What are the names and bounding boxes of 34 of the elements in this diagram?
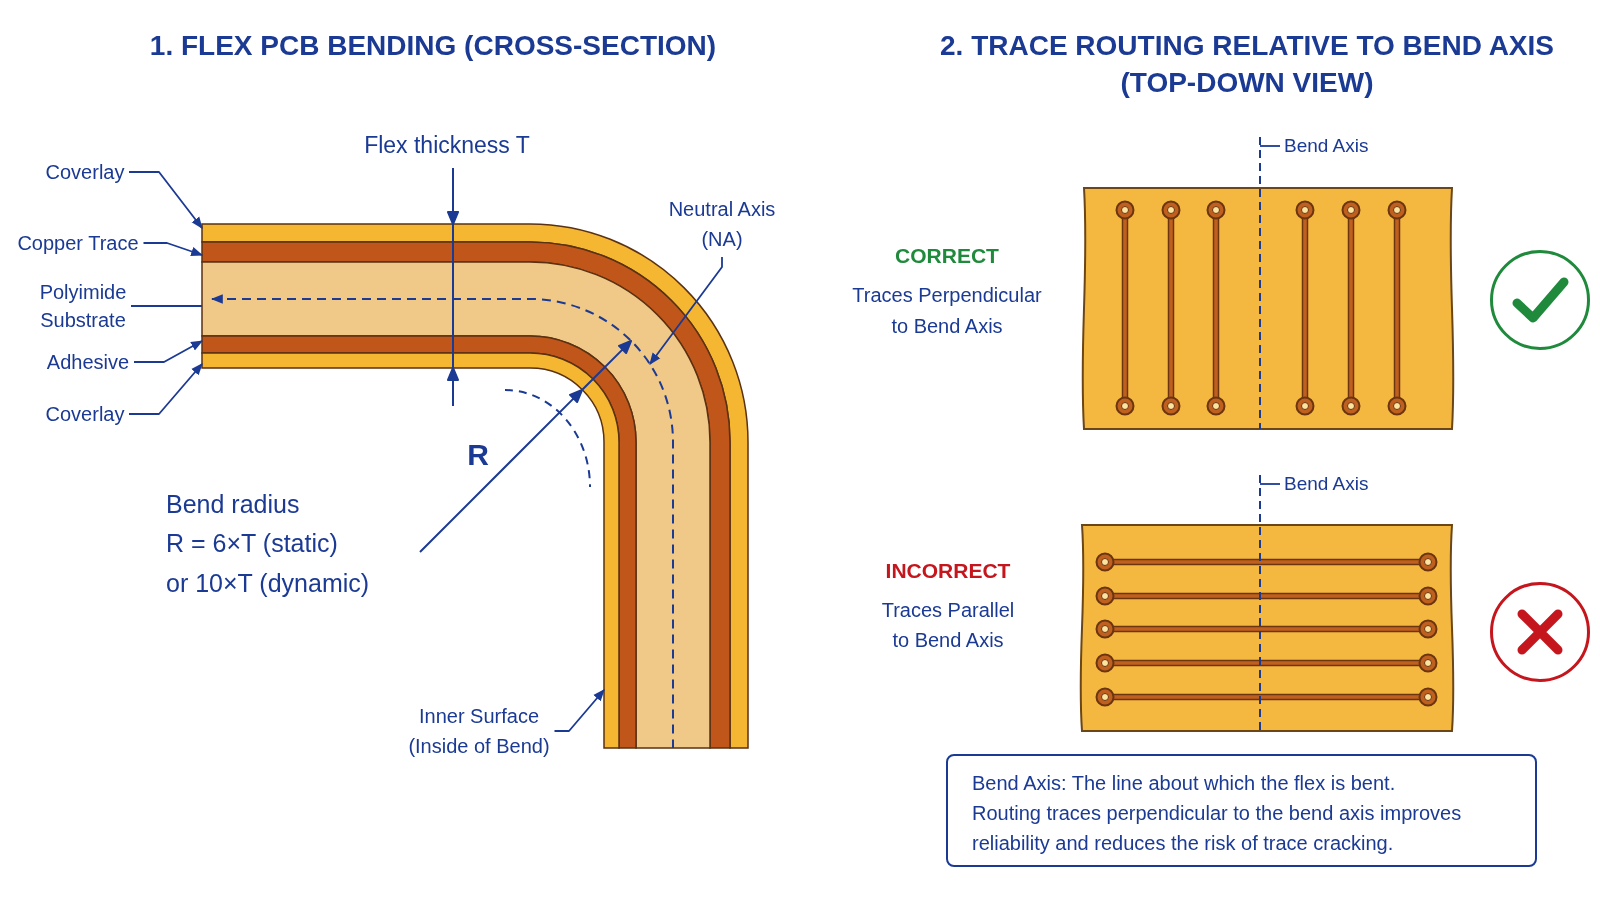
section-title: 1. FLEX PCB BENDING (CROSS-SECTION): [149, 28, 717, 63]
bend-radius-note: or 10×T (dynamic): [166, 567, 371, 599]
leader-line: [133, 340, 204, 363]
leader-line: [142, 242, 204, 257]
note-text: Routing traces perpendicular to the bend axis improves reliability and reduces the risk of trace cracking.: [972, 801, 1463, 856]
leader-line: [553, 689, 605, 732]
note-box: [946, 754, 1537, 867]
layer-label: Adhesive: [46, 347, 130, 377]
callout-label: Inner Surface (Inside of Bend): [407, 701, 551, 761]
layer-label: Coverlay: [45, 399, 125, 429]
leader-line: [649, 256, 723, 365]
leader-line: [128, 363, 203, 415]
note-text: Bend Axis: The line about which the flex is bent.: [972, 771, 1397, 796]
status-label: INCORRECT: [885, 557, 1011, 584]
leader-line: [1259, 145, 1281, 147]
dimension-label: R: [466, 437, 490, 474]
bend-radius-note: R = 6×T (static): [166, 527, 339, 559]
axis-label: Bend Axis: [1284, 132, 1370, 160]
leader-line: [130, 305, 203, 307]
layer-label: Copper Trace: [16, 228, 140, 258]
layer-label: Polyimide Substrate: [39, 278, 127, 334]
callout-label: Neutral Axis (NA): [668, 194, 776, 254]
bend-axis-line: [1259, 474, 1261, 732]
status-label: CORRECT: [894, 242, 1000, 269]
bend-axis-line: [1259, 136, 1261, 430]
layer-label: Coverlay: [45, 157, 125, 187]
description-text: Traces Parallel to Bend Axis: [881, 598, 1015, 653]
section-title: 2. TRACE ROUTING RELATIVE TO BEND AXIS (TOP-DOWN VIEW): [939, 29, 1555, 100]
axis-label: Bend Axis: [1284, 470, 1370, 498]
leader-line: [1259, 483, 1281, 485]
description-text: Traces Perpendicular to Bend Axis: [851, 283, 1043, 339]
bend-radius-note: Bend radius: [166, 488, 301, 520]
dimension-label: Flex thickness T: [363, 131, 531, 161]
leader-line: [128, 171, 203, 229]
